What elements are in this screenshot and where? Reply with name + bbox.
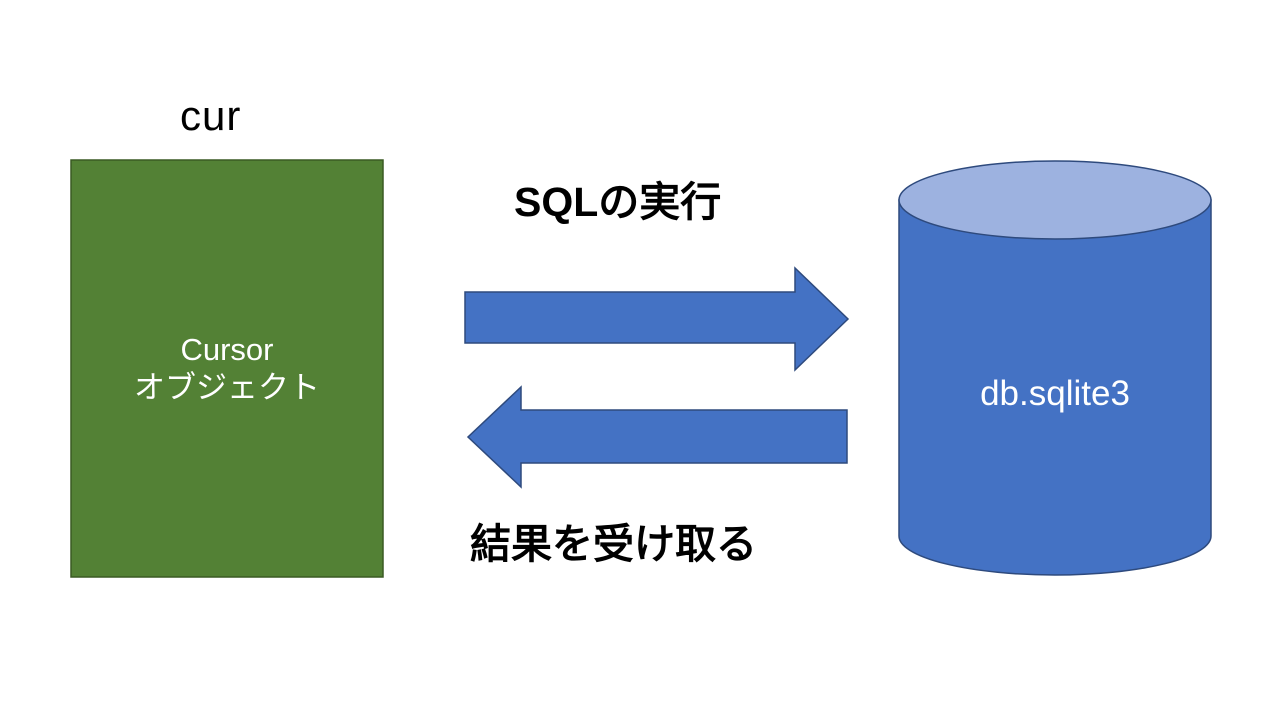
database-file-label: db.sqlite3 — [980, 374, 1130, 413]
cursor-object-label: Cursor オブジェクト — [71, 331, 383, 407]
sql-execution-arrow — [464, 266, 850, 372]
sql-execution-label: SQLの実行 — [514, 179, 722, 225]
cursor-object-label-line2: オブジェクト — [134, 370, 320, 405]
database-cylinder-top — [898, 160, 1212, 240]
database-cylinder-body — [898, 199, 1212, 576]
cursor-object-box — [70, 159, 384, 578]
cursor-object-label-line1: Cursor — [180, 332, 274, 367]
result-return-arrow — [466, 385, 848, 489]
result-return-label: 結果を受け取る — [470, 521, 757, 567]
cursor-variable-label: cur — [180, 92, 242, 139]
